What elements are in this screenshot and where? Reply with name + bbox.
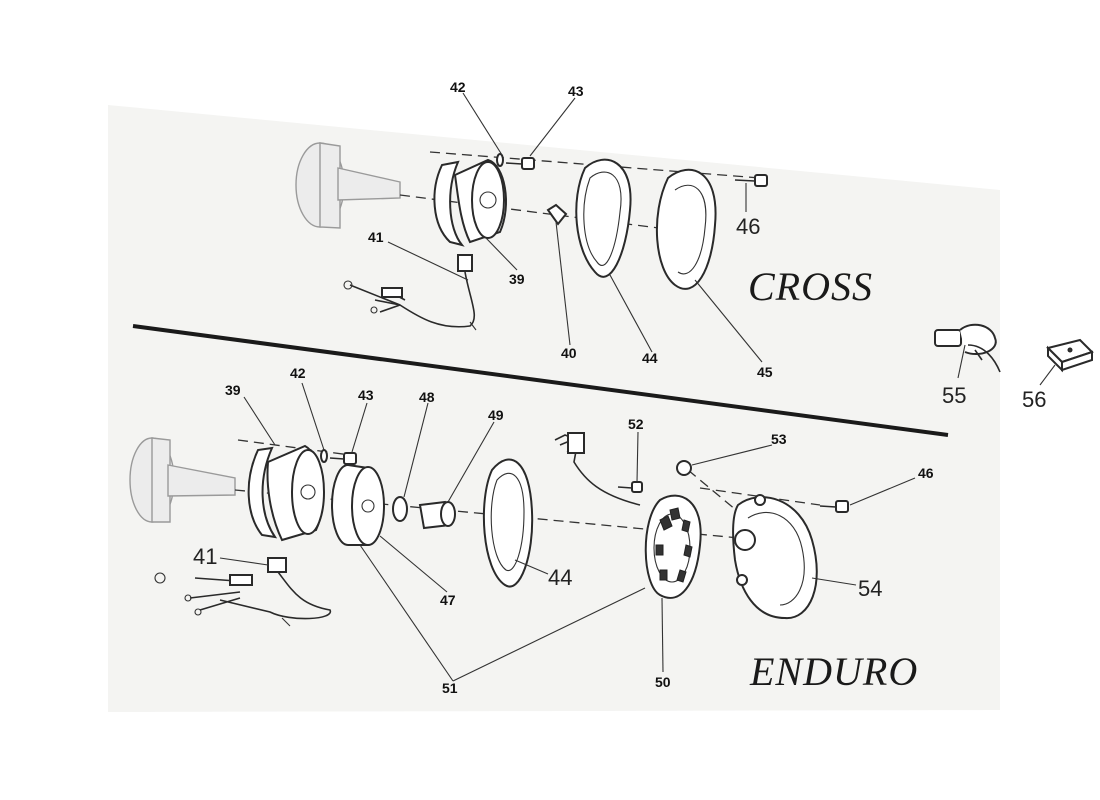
- cross-stator: [433, 158, 507, 272]
- enduro-bushing: [418, 500, 456, 530]
- ignition-module-56: [1039, 338, 1094, 386]
- callout-43-enduro: 43: [358, 387, 374, 403]
- callout-45: 45: [757, 364, 773, 380]
- enduro-gasket: [482, 458, 534, 588]
- enduro-rotor: [331, 464, 385, 546]
- callout-41-enduro: 41: [193, 544, 217, 569]
- cross-washer: [496, 153, 504, 167]
- enduro-plug: [676, 460, 692, 476]
- callout-40: 40: [561, 345, 577, 361]
- cross-cover: [655, 168, 717, 290]
- cross-flywheel: [295, 142, 401, 229]
- callout-51: 51: [442, 680, 458, 696]
- enduro-axis-upper: [237, 439, 351, 456]
- enduro-wiring-harness: [154, 571, 331, 627]
- enduro-washer-small: [320, 449, 328, 463]
- enduro-cover: [732, 494, 818, 620]
- callout-44-enduro: 44: [548, 565, 572, 590]
- cross-wiring-harness: [343, 271, 477, 331]
- callout-41-cross: 41: [368, 229, 384, 245]
- cross-clip: [546, 203, 568, 226]
- cross-screw: [505, 157, 535, 170]
- callout-52: 52: [628, 416, 644, 432]
- callout-48: 48: [419, 389, 435, 405]
- enduro-cover-bolt: [819, 500, 849, 513]
- cross-gasket: [575, 158, 632, 278]
- enduro-pickup-coil: [554, 432, 702, 599]
- callout-46-enduro: 46: [918, 465, 934, 481]
- enduro-screw: [329, 452, 357, 465]
- paper-background: [108, 105, 1000, 712]
- section-title-enduro: ENDURO: [749, 649, 918, 694]
- section-divider: [132, 324, 949, 437]
- enduro-flywheel: [129, 437, 236, 523]
- enduro-assembly: [129, 382, 916, 682]
- cross-assembly: [295, 92, 768, 363]
- callout-47: 47: [440, 592, 456, 608]
- callout-55: 55: [942, 383, 966, 408]
- kill-switch-55: [934, 323, 1001, 379]
- callout-39-cross: 39: [509, 271, 525, 287]
- enduro-washer: [392, 496, 408, 522]
- callout-39-enduro: 39: [225, 382, 241, 398]
- callout-43-cross: 43: [568, 83, 584, 99]
- callout-42-cross: 42: [450, 79, 466, 95]
- callout-49: 49: [488, 407, 504, 423]
- enduro-stator: [247, 444, 325, 573]
- callout-44-cross: 44: [642, 350, 658, 366]
- callout-46-cross: 46: [736, 214, 760, 239]
- enduro-axis-right: [699, 487, 821, 506]
- section-title-cross: CROSS: [748, 264, 873, 309]
- callout-53: 53: [771, 431, 787, 447]
- callout-56: 56: [1022, 387, 1046, 412]
- callout-42-enduro: 42: [290, 365, 306, 381]
- callout-50: 50: [655, 674, 671, 690]
- callout-54: 54: [858, 576, 882, 601]
- cross-bolt: [734, 174, 768, 187]
